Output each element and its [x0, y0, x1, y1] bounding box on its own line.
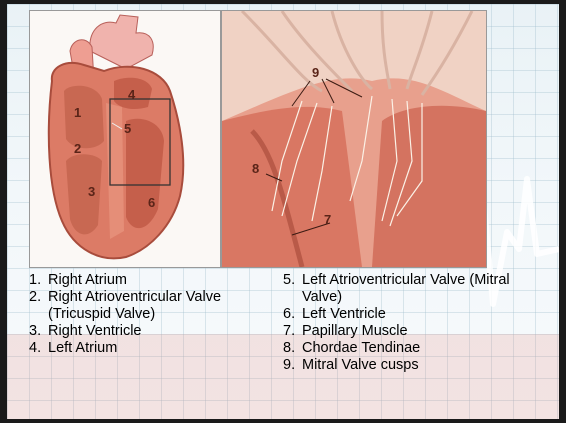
list-item: 6.Left Ventricle — [283, 306, 553, 323]
legend-list-left: 1.Right Atrium 2.Right Atrioventricular … — [29, 272, 279, 357]
list-item-text: Left Atrioventricular Valve (Mitral Valv… — [302, 272, 510, 305]
heart-cross-section-image: 1 2 3 4 5 6 — [29, 10, 221, 268]
label-9: 9 — [312, 65, 319, 80]
list-item: 2.Right Atrioventricular Valve (Tricuspi… — [29, 289, 279, 323]
list-item-text: Left Ventricle — [302, 306, 386, 322]
label-4: 4 — [128, 87, 136, 102]
list-item: 5.Left Atrioventricular Valve (Mitral Va… — [283, 272, 553, 306]
label-5: 5 — [124, 121, 131, 136]
list-item-text: Mitral Valve cusps — [302, 357, 419, 373]
list-item-text: Right Atrium — [48, 272, 127, 288]
label-2: 2 — [74, 141, 81, 156]
label-8: 8 — [252, 161, 259, 176]
list-item: 4.Left Atrium — [29, 340, 279, 357]
label-1: 1 — [74, 105, 81, 120]
list-item: 3.Right Ventricle — [29, 323, 279, 340]
list-item-text: Papillary Muscle — [302, 323, 408, 339]
list-item-text: Chordae Tendinae — [302, 340, 420, 356]
list-item-text: Left Atrium — [48, 340, 117, 356]
slide: 1 2 3 4 5 6 — [7, 4, 559, 419]
list-item-text: Right Atrioventricular Valve (Tricuspid … — [48, 289, 221, 322]
label-7: 7 — [324, 212, 331, 227]
label-3: 3 — [88, 184, 95, 199]
label-6: 6 — [148, 195, 155, 210]
list-item: 1.Right Atrium — [29, 272, 279, 289]
list-item: 7.Papillary Muscle — [283, 323, 553, 340]
mitral-valve-closeup-image: 9 8 7 — [221, 10, 487, 268]
list-item-text: Right Ventricle — [48, 323, 142, 339]
legend-list-right: 5.Left Atrioventricular Valve (Mitral Va… — [283, 272, 553, 374]
list-item: 9.Mitral Valve cusps — [283, 357, 553, 374]
list-item: 8.Chordae Tendinae — [283, 340, 553, 357]
